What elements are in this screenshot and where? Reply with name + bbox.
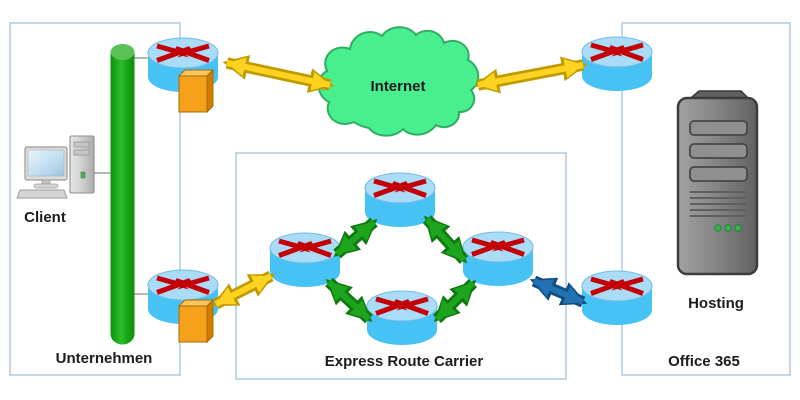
internet-label: Internet: [370, 78, 425, 95]
arrow-carrier-top-right: [424, 216, 467, 263]
router-icon-carrier-top: [365, 173, 435, 227]
server-tower-icon: [676, 90, 759, 276]
server-led: [734, 224, 742, 232]
arrow-carrier-left-top: [335, 219, 376, 257]
server-drive-bay: [689, 166, 748, 182]
server-vents: [690, 191, 746, 217]
server-led: [724, 224, 732, 232]
monitor-stand: [41, 179, 51, 185]
office-365-label: Office 365: [668, 353, 740, 370]
arrow-carrier-left-bottom: [326, 279, 372, 322]
arrow-router-carrier: [214, 273, 273, 307]
lan-backbone-bar: [110, 44, 135, 345]
express-route-carrier-label: Express Route Carrier: [325, 353, 484, 370]
router-icon-internet-edge: [582, 37, 652, 91]
client-computer: [16, 135, 95, 199]
yellow-arrows: [211, 55, 588, 310]
tower-drive-bay: [73, 149, 90, 156]
arrow-internet-router-right: [477, 59, 584, 91]
server-drive-bay: [689, 143, 748, 159]
server-led: [714, 224, 722, 232]
hosting-label: Hosting: [688, 295, 744, 312]
router-icon-carrier-right: [463, 232, 533, 286]
arrow-carrier-bottom-right: [434, 280, 476, 322]
monitor-base: [33, 183, 59, 189]
keyboard-icon: [16, 189, 68, 199]
green-arrows: [325, 215, 478, 324]
router-icon-office-edge: [582, 271, 652, 325]
router-icon-carrier-bottom: [367, 291, 437, 345]
arrow-carrier-office: [532, 278, 585, 305]
arrow-router-internet-left: [226, 57, 331, 91]
tower-power-led: [80, 171, 86, 179]
server-drive-bay: [689, 120, 748, 136]
router-icon-carrier-left: [270, 233, 340, 287]
monitor-screen: [27, 149, 65, 177]
firewall-icon-top: [177, 68, 215, 114]
firewall-icon-bottom: [177, 298, 215, 344]
unternehmen-label: Unternehmen: [56, 350, 153, 367]
blue-arrow: [529, 275, 588, 308]
client-label: Client: [24, 209, 66, 226]
tower-drive-bay: [73, 141, 90, 148]
